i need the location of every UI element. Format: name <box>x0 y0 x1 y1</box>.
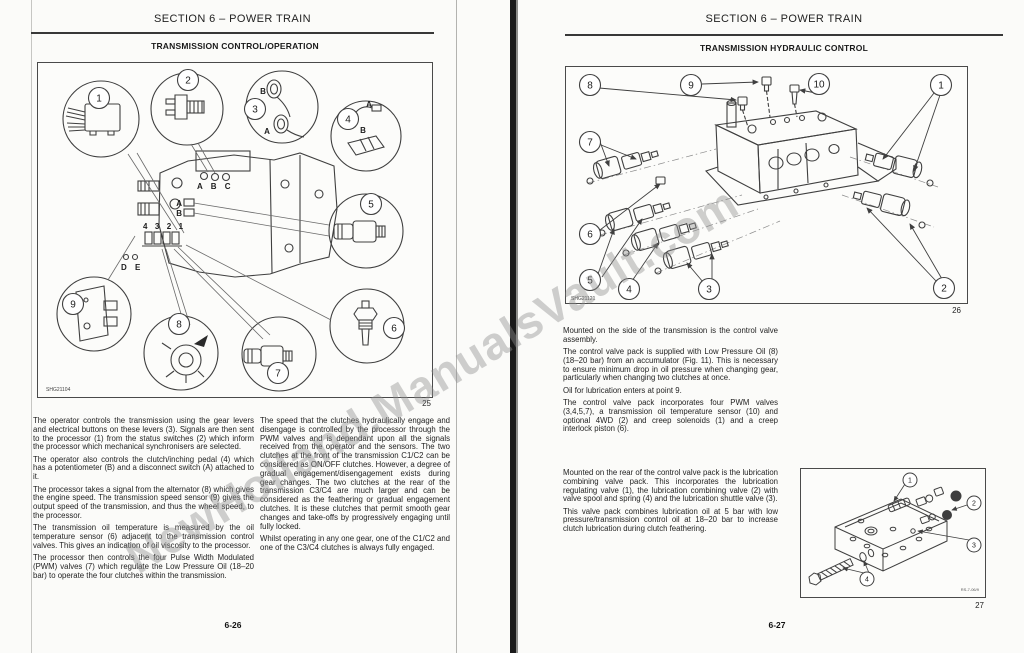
label-conn-a: A <box>176 199 182 208</box>
label-pedal-b: B <box>360 126 366 135</box>
paragraph: The transmission oil temperature is meas… <box>33 523 254 550</box>
figure-25: 1 2 3 4 5 6 7 8 9 B A A B A B C A B 4 3 … <box>37 62 433 398</box>
figure-26-callout-numbers: 8 9 10 1 7 6 5 4 3 2 <box>587 80 947 296</box>
right-page-subtitle: TRANSMISSION HYDRAULIC CONTROL <box>700 43 868 53</box>
figure-25-lineart <box>56 70 405 392</box>
figure-25-callout-circles <box>61 68 406 385</box>
callout-6: 6 <box>391 324 397 335</box>
figure-27-callout-circles <box>859 472 982 587</box>
right-page-number: 6-27 <box>768 620 786 630</box>
figure-25-drawing: 1 2 3 4 5 6 7 8 9 B A A B A B C A B 4 3 … <box>46 68 406 393</box>
label-bottom-row: D E <box>121 263 143 272</box>
callout-10: 10 <box>813 80 825 91</box>
figure-25-leader-lines <box>107 142 332 340</box>
figure-26-lineart <box>586 76 934 275</box>
callout-2: 2 <box>972 501 976 508</box>
figure-26-caption: 26 <box>952 306 961 315</box>
right-section-title: SECTION 6 – POWER TRAIN <box>705 13 863 25</box>
callout-4: 4 <box>345 115 351 126</box>
figure-27: 1 2 3 4 RS-7-06/9 <box>800 468 986 598</box>
callout-8: 8 <box>587 81 593 92</box>
figure-26-arrows <box>597 79 943 283</box>
callout-1: 1 <box>908 478 912 485</box>
right-page-text-block-2: Mounted on the rear of the control valve… <box>563 468 778 538</box>
label-cover-row: A B C <box>197 182 233 191</box>
callout-4: 4 <box>865 577 869 584</box>
figure-27-code: RS-7-06/9 <box>961 587 980 592</box>
callout-3: 3 <box>706 285 712 296</box>
paragraph: The operator also controls the clutch/in… <box>33 454 254 482</box>
left-page-column-1: The operator controls the transmission u… <box>33 416 254 584</box>
paragraph: The control valve pack is supplied with … <box>563 347 778 383</box>
page-gutter-bar <box>510 0 516 653</box>
figure-26-code: SHG21121 <box>571 296 596 302</box>
callout-1: 1 <box>938 81 944 92</box>
callout-4: 4 <box>626 285 632 296</box>
paragraph: Mounted on the side of the transmission … <box>563 326 778 344</box>
page-gutter-shadow <box>516 0 518 653</box>
label-lever-b: B <box>260 87 266 96</box>
paragraph: This valve pack combines lubrication oil… <box>563 506 778 534</box>
callout-6: 6 <box>587 230 593 241</box>
right-page-text-block-1: Mounted on the side of the transmission … <box>563 326 778 438</box>
callout-9: 9 <box>688 81 694 92</box>
figure-26-callout-circles <box>578 72 956 301</box>
figure-25-caption: 25 <box>422 399 431 408</box>
left-page-edge-line <box>31 0 32 653</box>
figure-25-letter-labels: B A A B A B C A B 4 3 2 1 D E <box>121 87 372 272</box>
paragraph: Whilst operating in any one gear, one of… <box>260 533 450 552</box>
paragraph: The operator controls the transmission u… <box>33 416 254 452</box>
paragraph: The control valve pack incorporates four… <box>563 398 778 434</box>
label-valve-row: 4 3 2 1 <box>143 222 186 231</box>
callout-3: 3 <box>972 543 976 550</box>
left-page-right-edge-line <box>456 0 457 653</box>
callout-8: 8 <box>176 320 182 331</box>
left-header-rule <box>31 32 434 34</box>
callout-9: 9 <box>70 300 76 311</box>
paragraph: The processor takes a signal from the al… <box>33 484 254 520</box>
right-header-rule <box>565 34 1003 36</box>
left-section-title: SECTION 6 – POWER TRAIN <box>154 13 311 25</box>
callout-5: 5 <box>368 200 374 211</box>
figure-27-drawing: 1 2 3 4 RS-7-06/9 <box>808 472 982 592</box>
figure-26-axis-lines <box>587 148 939 274</box>
figure-27-lineart <box>808 486 962 586</box>
paragraph: The processor then controls the four Pul… <box>33 553 254 580</box>
callout-7: 7 <box>275 369 281 380</box>
label-conn-b: B <box>176 209 182 218</box>
left-page-subtitle: TRANSMISSION CONTROL/OPERATION <box>151 41 319 51</box>
paragraph: The speed that the clutches hydraulicall… <box>260 416 450 531</box>
figure-27-caption: 27 <box>975 601 984 610</box>
callout-2: 2 <box>941 284 947 295</box>
figure-26: 8 9 10 1 7 6 5 4 3 2 SHG21121 <box>565 66 968 304</box>
label-pedal-a: A <box>366 100 372 109</box>
paragraph: Oil for lubrication enters at point 9. <box>563 385 682 395</box>
callout-1: 1 <box>96 94 102 105</box>
figure-25-callout-numbers: 1 2 3 4 5 6 7 8 9 <box>70 76 397 380</box>
label-lever-a: A <box>264 127 270 136</box>
callout-5: 5 <box>587 276 593 287</box>
figure-27-callout-numbers: 1 2 3 4 <box>865 478 976 584</box>
callout-2: 2 <box>185 76 191 87</box>
callout-3: 3 <box>252 105 258 116</box>
paragraph: Mounted on the rear of the control valve… <box>563 468 778 504</box>
left-page-number: 6-26 <box>224 620 242 630</box>
left-page-column-2: The speed that the clutches hydraulicall… <box>260 416 450 556</box>
figure-26-drawing: 8 9 10 1 7 6 5 4 3 2 SHG21121 <box>571 72 956 302</box>
figure-25-code: SHG21104 <box>46 387 71 393</box>
figure-27-arrows <box>842 483 970 574</box>
callout-7: 7 <box>587 138 593 149</box>
